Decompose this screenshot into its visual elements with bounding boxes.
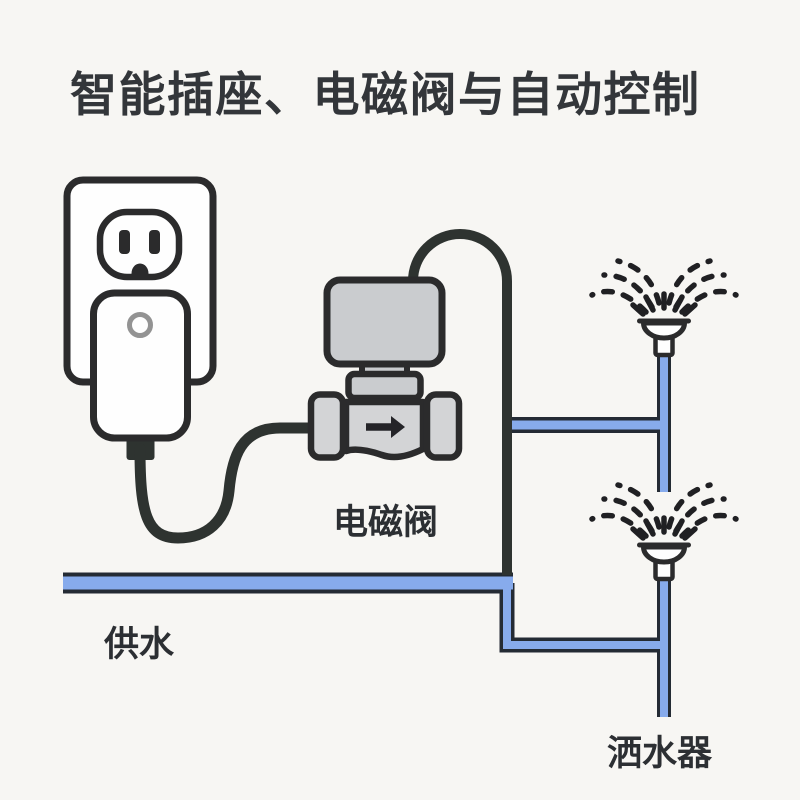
spray-arcs-left [589,482,662,539]
drop-run-pipe-fill [503,583,664,649]
outlet-receptacle [96,208,183,281]
page-title: 智能插座、电磁阀与自动控制 [70,68,701,121]
pipes [63,353,671,717]
valve-label: 电磁阀 [333,503,439,542]
spray-bottom-icon [589,482,739,541]
smart-plug-body [90,289,191,442]
valve-coil [323,276,446,368]
valve-flange-right [423,391,463,461]
outlet-slot-left [119,230,130,254]
pipe-fills [63,353,668,717]
spray-arcs-right [666,482,739,539]
sprinkler-bowl [641,544,687,565]
solenoid-valve [307,276,463,461]
valve-flange-left [307,391,347,461]
sprinkler-bottom [589,482,739,582]
outlet-ground-hole-icon [131,263,149,276]
sprinkler-label: 洒水器 [607,734,713,773]
flow-arrow-head [391,416,405,438]
supply-label: 供水 [104,625,175,664]
drop-run-pipe-outline [499,583,664,653]
sprinkler-bowl [641,320,687,341]
smart-plug-led [127,312,153,338]
power-cable [134,422,319,544]
outlet-slot-right [149,230,160,254]
flow-arrow-icon [366,416,405,438]
solenoid-cable [408,229,512,575]
spray-arcs-right [666,258,739,315]
valve-bonnet [345,370,424,402]
spray-top-icon [589,258,739,317]
sprinkler-top [589,258,739,358]
spray-arcs-left [589,258,662,315]
smart-plug [90,289,319,544]
